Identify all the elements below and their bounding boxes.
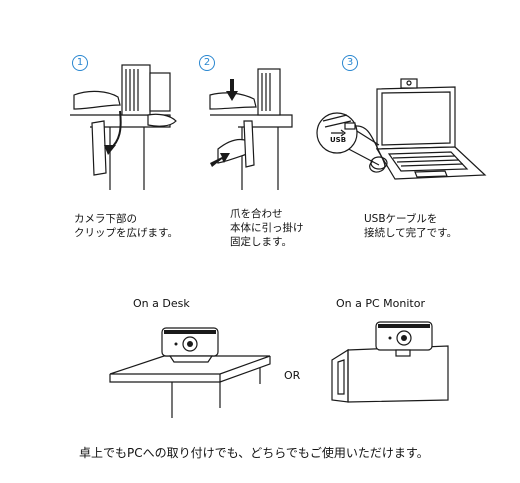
step-2-illustration [209, 68, 293, 190]
desk-mount-illustration [109, 327, 271, 418]
desk-mount-label: On a Desk [133, 297, 190, 310]
usb-port-label: USB [330, 136, 347, 144]
step-1-caption: カメラ下部の クリップを広げます。 [74, 213, 178, 239]
monitor-mount-label: On a PC Monitor [336, 297, 425, 310]
step-3-caption: USBケーブルを 接続して完了です。 [364, 213, 458, 239]
step-1-illustration [70, 64, 177, 190]
monitor-mount-illustration [331, 321, 449, 403]
step-1-number: 1 [72, 55, 88, 71]
step-2-number: 2 [199, 55, 215, 71]
or-label: OR [284, 369, 301, 382]
step-3-number: 3 [342, 55, 358, 71]
step-2-caption: 爪を合わせ 本体に引っ掛け 固定します。 [230, 208, 304, 248]
step-3-illustration [316, 78, 487, 180]
footer-note: 卓上でもPCへの取り付けでも、どちらでもご使用いただけます。 [79, 446, 429, 460]
